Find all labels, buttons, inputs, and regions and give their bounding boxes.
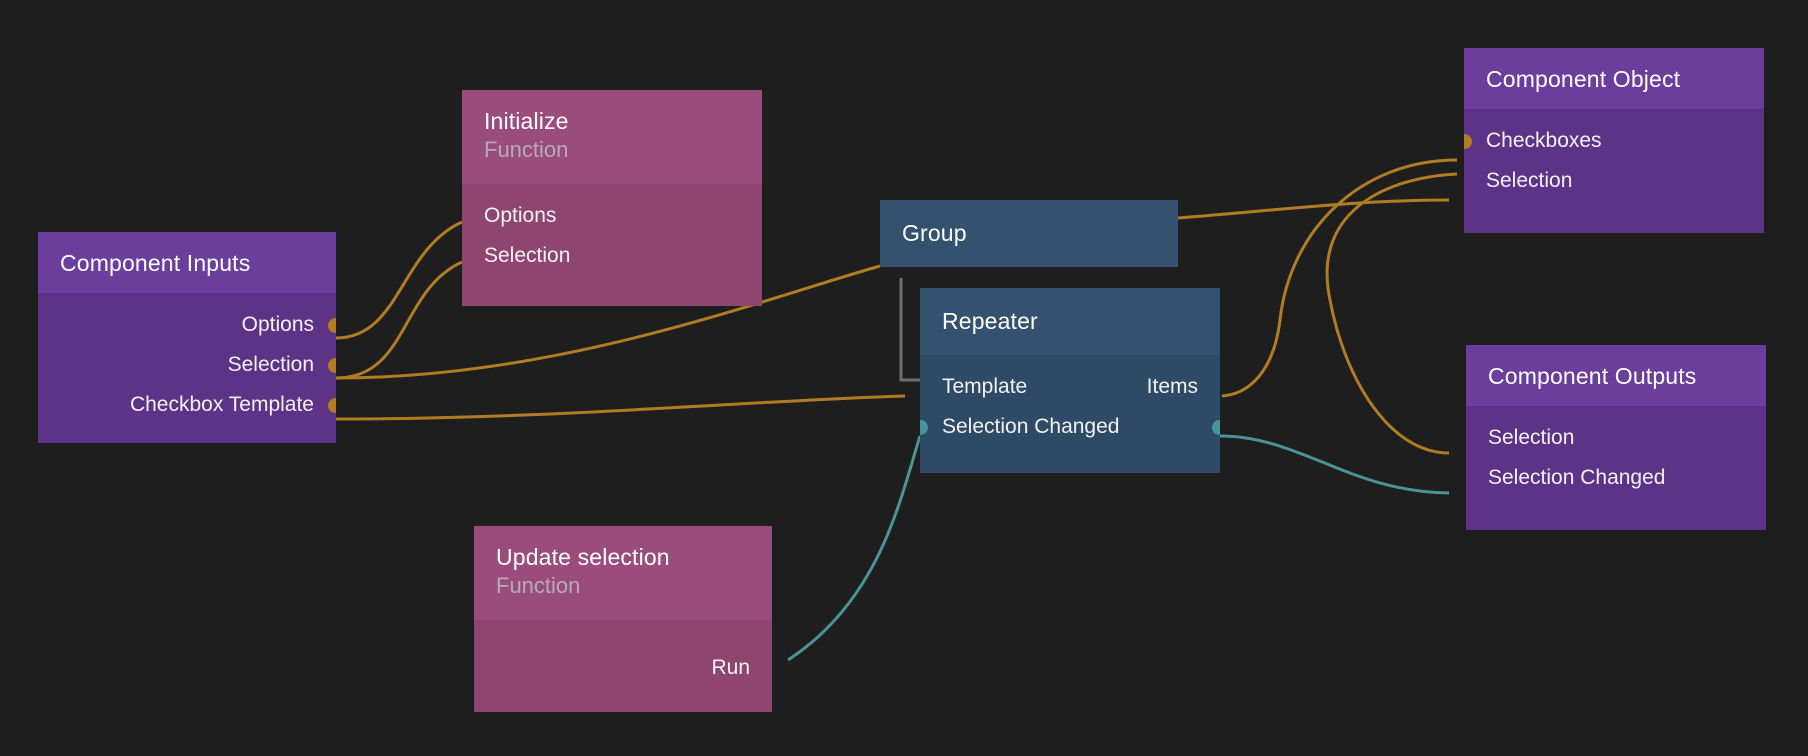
port-label-selection: Selection [227,353,314,376]
port-row-initialize-selection[interactable]: Selection [462,236,762,276]
edge-inputs-options-to-initialize-options [335,220,463,340]
node-component-object-body: Checkboxes Selection [1464,109,1764,233]
node-component-outputs[interactable]: Component Outputs Selection Selection Ch… [1466,345,1766,530]
node-initialize-body: Options Selection [462,184,762,306]
node-update-selection-subtitle: Function [496,573,581,598]
port-row-repeater-template-items[interactable]: Template Items [920,367,1220,407]
port-label-repeater-template: Template [942,375,1028,398]
node-group-header: Group [880,200,1178,267]
node-initialize[interactable]: Initialize Function Options Selection [462,90,762,306]
node-component-outputs-body: Selection Selection Changed [1466,406,1766,530]
port-row-repeater-selection-changed[interactable]: Selection Changed [920,407,1220,447]
node-component-inputs-header: Component Inputs [38,232,336,293]
edge-repeater-selection-changed-to-update-selection-run [787,435,922,662]
node-initialize-title: Initialize [484,108,569,134]
port-row-component-outputs-selection-changed[interactable]: Selection Changed [1466,458,1766,498]
port-row-checkbox-template[interactable]: Checkbox Template [38,385,336,425]
port-row-selection[interactable]: Selection [38,345,336,385]
port-label-repeater-selection-changed: Selection Changed [942,415,1120,438]
node-initialize-header: Initialize Function [462,90,762,184]
port-label-initialize-options: Options [484,204,557,227]
node-initialize-subtitle: Function [484,137,569,162]
output-port-dot-checkbox-template[interactable] [328,397,336,413]
port-label-update-selection-run: Run [711,656,750,679]
edge-component-outputs-selection-to-repeater-items [1325,172,1458,455]
port-label-initialize-selection: Selection [484,244,571,267]
port-label-options: Options [241,313,314,336]
port-row-component-object-selection[interactable]: Selection [1464,161,1764,201]
port-label-repeater-items: Items [1146,375,1198,398]
port-label-component-outputs-selection: Selection [1488,426,1575,449]
node-group-title: Group [902,220,967,246]
port-row-component-outputs-selection[interactable]: Selection [1466,418,1766,458]
port-label-checkbox-template: Checkbox Template [129,393,314,416]
node-group[interactable]: Group [880,200,1178,267]
node-repeater[interactable]: Repeater Template Items Selection Change… [920,288,1220,473]
node-component-outputs-header: Component Outputs [1466,345,1766,406]
edge-repeater-selection-changed-to-outputs-selection-changed [1219,434,1450,495]
edge-component-object-checkboxes-to-repeater-items [1221,158,1458,398]
port-label-component-outputs-selection-changed: Selection Changed [1488,466,1666,489]
node-update-selection-title: Update selection [496,544,670,570]
port-label-component-object-checkboxes: Checkboxes [1486,129,1602,152]
edge-inputs-checkbox-template-to-repeater-template [335,394,906,421]
node-update-selection-body: Run [474,620,772,712]
node-component-object-header: Component Object [1464,48,1764,109]
port-row-update-selection-run[interactable]: Run [474,648,772,688]
port-row-initialize-options[interactable]: Options [462,196,762,236]
node-component-object-title: Component Object [1486,66,1681,92]
output-port-dot-checkboxes[interactable] [1464,133,1472,149]
node-component-inputs-title: Component Inputs [60,250,251,276]
node-component-inputs[interactable]: Component Inputs Options Selection Check… [38,232,336,443]
output-port-dot-options[interactable] [328,317,336,333]
port-row-component-object-checkboxes[interactable]: Checkboxes [1464,121,1764,161]
port-label-component-object-selection: Selection [1486,169,1573,192]
edge-group-to-component-object-selection [1177,198,1450,220]
node-repeater-header: Repeater [920,288,1220,355]
node-update-selection[interactable]: Update selection Function Run [474,526,772,712]
node-component-inputs-body: Options Selection Checkbox Template [38,293,336,443]
input-port-dot-selection-changed[interactable] [920,419,928,435]
output-port-dot-selection-changed[interactable] [1212,419,1220,435]
node-component-object[interactable]: Component Object Checkboxes Selection [1464,48,1764,233]
port-row-options[interactable]: Options [38,305,336,345]
node-repeater-title: Repeater [942,308,1038,334]
node-component-outputs-title: Component Outputs [1488,363,1697,389]
node-repeater-body: Template Items Selection Changed [920,355,1220,473]
node-update-selection-header: Update selection Function [474,526,772,620]
output-port-dot-selection[interactable] [328,357,336,373]
edge-inputs-selection-to-initialize-selection [335,260,463,380]
